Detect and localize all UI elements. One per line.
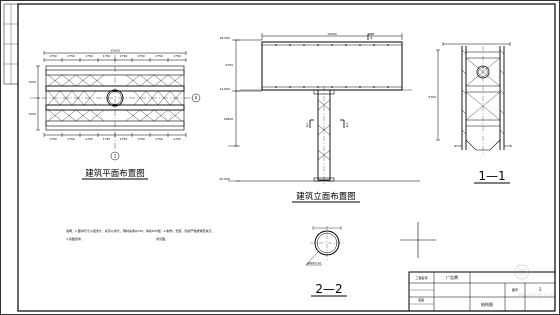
plan-bottom-dim: 1750 <box>173 137 181 141</box>
svg-text:筑: 筑 <box>518 267 526 277</box>
crosshair-mark <box>400 222 436 258</box>
level-top: 18.500 <box>220 36 231 40</box>
plan-view <box>30 51 201 161</box>
elevation-view-labels: 15000 18.500 12.800 ±0.000 5700 12800 1 … <box>219 32 373 202</box>
notes-line-2-extra: 详见图。 <box>156 236 168 241</box>
section-mark-1: 1 <box>370 35 373 40</box>
notes-line-1: 说明：1.图中尺寸以毫米计，标高以米计，钢材采用Q235，焊条E43型。2.制作… <box>66 228 215 233</box>
plan-bottom-dim: 1750 <box>120 137 128 141</box>
title-drawing-label: 图名 <box>418 297 424 302</box>
section-2-2-labels: φ800×12 2—2 <box>307 261 343 296</box>
plan-view-caption: 建筑平面布置图 <box>85 168 145 179</box>
elevation-left-dim: 5700 <box>225 63 233 67</box>
section-2-2 <box>305 226 344 266</box>
level-ground: ±0.000 <box>219 177 230 181</box>
section-mark-2-left: 2 <box>306 123 309 128</box>
elevation-view <box>228 33 420 184</box>
pipe-spec-label: φ800×12 <box>307 261 321 265</box>
section-1-1-labels: 5700 1—1 <box>428 95 505 183</box>
plan-top-dim: 1750 <box>85 54 93 58</box>
plan-bottom-dim: 1750 <box>85 137 93 141</box>
plan-view-labels: 15000 1750 1750 1750 1750 1750 1750 1750… <box>28 49 197 180</box>
watermark: 筑 zhulong.com <box>514 264 557 299</box>
plan-top-dim: 1750 <box>120 54 128 58</box>
plan-bottom-dim: 1750 <box>155 137 163 141</box>
title-drawing-name: 结构图 <box>481 301 493 307</box>
plan-top-dim: 1750 <box>103 54 111 58</box>
elevation-top-dim: 15000 <box>327 32 337 36</box>
title-block <box>408 271 556 312</box>
section-1-1-caption: 1—1 <box>478 169 505 183</box>
plan-left-dim: 1500 <box>28 112 36 116</box>
plan-top-dim: 1750 <box>49 54 57 58</box>
notes-line-2: 3.基础另详。 <box>66 236 84 241</box>
section-mark-2-right: 2 <box>346 123 349 128</box>
plan-top-dim: 1750 <box>155 54 163 58</box>
level-mid: 12.800 <box>220 87 231 91</box>
axis-bubble-1: 1 <box>114 154 117 159</box>
watermark-text: zhulong.com <box>518 292 557 299</box>
elevation-left-dim: 12800 <box>223 117 233 121</box>
plan-top-dim: 1750 <box>67 54 75 58</box>
section-1-1-height-dim: 5700 <box>428 95 436 99</box>
notes-block: 说明：1.图中尺寸以毫米计，标高以米计，钢材采用Q235，焊条E43型。2.制作… <box>66 228 215 241</box>
plan-left-dim: 1500 <box>28 80 36 84</box>
elevation-view-caption: 建筑立面布置图 <box>296 191 356 202</box>
plan-bottom-dim: 1750 <box>67 137 75 141</box>
title-sheet-no: 1 <box>539 287 542 292</box>
section-1-1 <box>436 42 513 155</box>
title-sheet-label: 图号 <box>512 287 518 292</box>
plan-top-dim: 1750 <box>137 54 145 58</box>
plan-bottom-dim: 1750 <box>137 137 145 141</box>
title-block-labels: 工程名称 广告牌 图名 结构图 图号 1 <box>415 274 541 307</box>
title-project-label: 工程名称 <box>415 275 427 280</box>
title-project-name: 广告牌 <box>446 274 458 280</box>
plan-top-dim: 1750 <box>173 54 181 58</box>
plan-overall-dim: 15000 <box>110 49 120 53</box>
plan-bottom-dim: 1750 <box>103 137 111 141</box>
plan-bottom-dim: 1750 <box>49 137 57 141</box>
axis-bubble-a: A <box>195 96 198 101</box>
section-2-2-caption: 2—2 <box>315 282 342 296</box>
